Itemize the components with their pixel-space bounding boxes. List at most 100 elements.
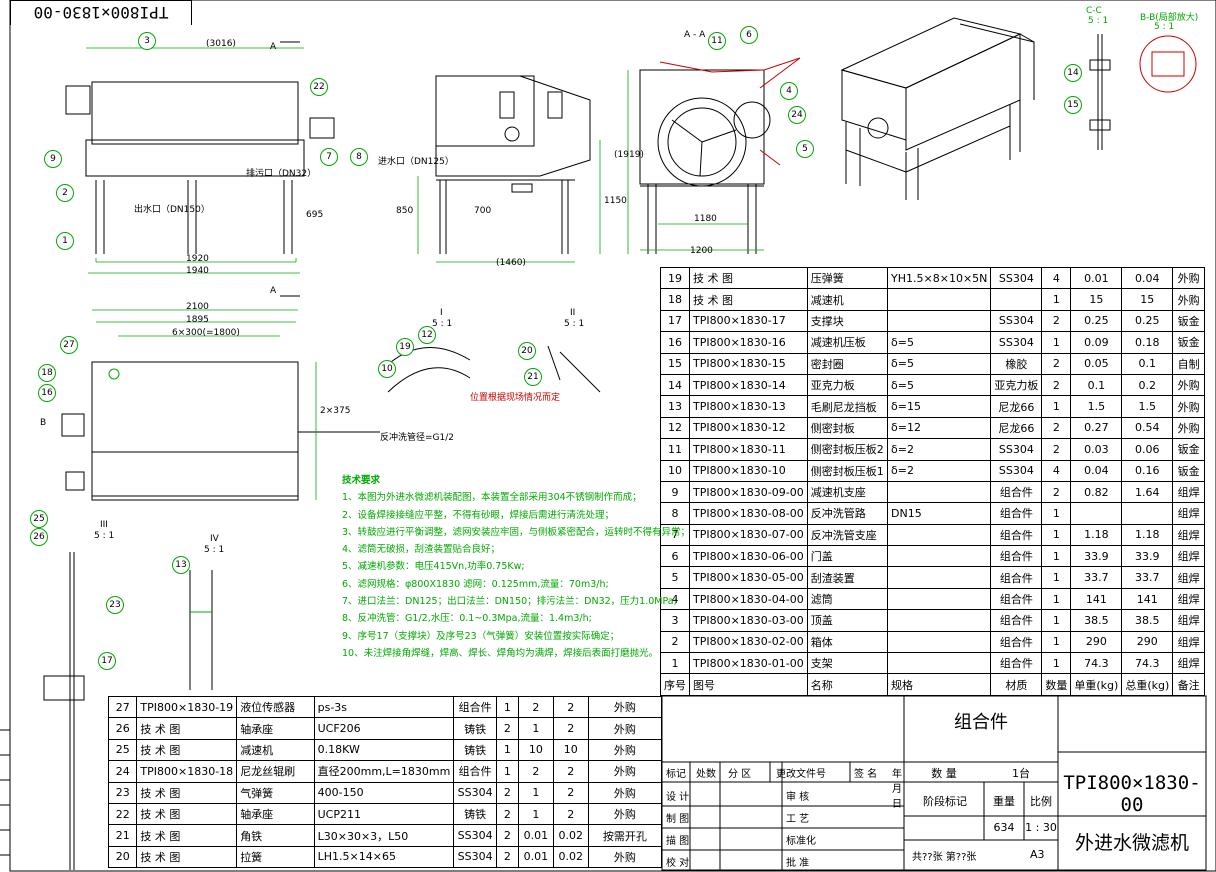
bom-cell: TPI800×1830-15 bbox=[689, 352, 808, 375]
bom-cell: 组焊 bbox=[1172, 502, 1205, 525]
dim-1200: 1200 bbox=[690, 246, 713, 256]
bom-cell: 侧密封板 bbox=[806, 416, 889, 440]
dim-1940: 1940 bbox=[186, 266, 209, 276]
dim-holes: 6×300(=1800) bbox=[172, 328, 240, 338]
bom-cell: 1.5 bbox=[1121, 395, 1174, 418]
backwash-label: 反冲洗管径=G1/2 bbox=[380, 433, 454, 443]
sign-label: 制 图 bbox=[666, 814, 690, 825]
weight-label: 重量 bbox=[993, 795, 1015, 808]
bom-cell: TPI800×1830-18 bbox=[136, 760, 238, 783]
bom-cell: 15 bbox=[1070, 288, 1123, 311]
bom-cell: 亚克力板 bbox=[806, 373, 889, 397]
bom-cell: L30×30×3，L50 bbox=[313, 824, 455, 847]
bom-cell: δ=2 bbox=[887, 459, 992, 482]
bom-cell: 2 bbox=[1041, 416, 1072, 440]
sign-label: 审 核 bbox=[786, 792, 810, 803]
balloon-14: 14 bbox=[1064, 64, 1082, 82]
bom-cell: DN15 bbox=[887, 502, 992, 525]
bom-cell: 组焊 bbox=[1172, 545, 1205, 568]
sheet-format: A3 bbox=[1030, 848, 1045, 861]
bom-cell: 技 术 图 bbox=[136, 717, 238, 740]
bom-cell: 0.1 bbox=[1121, 352, 1174, 375]
bom-cell: 1 bbox=[1041, 331, 1072, 354]
bom-cell: 0.01 bbox=[517, 824, 554, 847]
dim-1920: 1920 bbox=[186, 254, 209, 264]
bom-cell: 规格 bbox=[887, 673, 992, 696]
detail-cc bbox=[1089, 34, 1111, 150]
bom-cell: 33.9 bbox=[1121, 545, 1174, 568]
bom-cell: 33.9 bbox=[1070, 545, 1123, 568]
bom-cell: 拉簧 bbox=[236, 845, 315, 869]
bom-cell: 0.01 bbox=[1070, 266, 1123, 290]
dim-1180: 1180 bbox=[694, 214, 717, 224]
section-aa-cover bbox=[659, 57, 801, 89]
bom-cell: 密封圈 bbox=[806, 352, 889, 375]
bom-cell: 15 bbox=[1121, 288, 1174, 311]
bom-cell: 轴承座 bbox=[236, 717, 315, 740]
bom-cell: 技 术 图 bbox=[136, 802, 238, 826]
balloon-12: 12 bbox=[418, 326, 436, 344]
bom-cell: ps-3s bbox=[313, 695, 455, 719]
bom-cell: 顶盖 bbox=[806, 609, 889, 632]
side-view-dims bbox=[417, 140, 601, 263]
bom-cell: 0.18KW bbox=[313, 738, 455, 762]
balloon-27: 27 bbox=[60, 336, 78, 354]
bom-cell: 10 bbox=[552, 738, 589, 762]
bom-cell: 1 bbox=[1041, 523, 1072, 547]
bom-cell: SS304 bbox=[453, 781, 497, 804]
stage-label: 阶段标记 bbox=[923, 795, 967, 808]
bom-cell: TPI800×1830-08-00 bbox=[689, 502, 808, 525]
bom-cell: δ=5 bbox=[887, 331, 992, 354]
revision-header: 分 区 bbox=[728, 769, 752, 780]
section-arrow-a-top: A bbox=[270, 42, 277, 52]
tech-notes-title: 技术要求 bbox=[342, 475, 381, 486]
tech-note-item: 2、设备焊接接缝应平整，不得有砂眼，焊接后需进行清洗处理； bbox=[342, 509, 615, 521]
bom-cell: 0.82 bbox=[1070, 480, 1123, 504]
balloon-16: 16 bbox=[38, 384, 56, 402]
bom-cell: 组焊 bbox=[1172, 652, 1205, 675]
bom-cell: 尼龙丝辊刷 bbox=[236, 760, 315, 783]
balloon-8: 8 bbox=[350, 148, 368, 166]
bom-cell: 减速机 bbox=[806, 288, 889, 311]
bom-cell: 组合件 bbox=[453, 760, 497, 783]
bom-cell: 支架 bbox=[806, 652, 889, 675]
title-block-grid bbox=[661, 695, 1207, 871]
sign-label: 描 图 bbox=[666, 836, 690, 847]
detail-iv-scale: 5 : 1 bbox=[204, 545, 225, 555]
detail-iv-label: IV bbox=[210, 534, 219, 544]
bom-cell: 铸铁 bbox=[453, 738, 497, 762]
bom-cell: 技 术 图 bbox=[136, 824, 238, 847]
balloon-17: 17 bbox=[98, 652, 116, 670]
dim-1460: (1460) bbox=[496, 258, 526, 268]
bom-cell bbox=[887, 545, 992, 568]
bom-cell: δ=12 bbox=[887, 416, 992, 440]
bom-cell: 按需开孔 bbox=[587, 824, 663, 847]
section-arrow-a-bottom: A bbox=[270, 286, 277, 296]
bom-cell: SS304 bbox=[990, 309, 1043, 333]
bom-row: 序号图号名称规格材质数量单重(kg)总重(kg)备注 bbox=[660, 673, 1205, 696]
tech-note-item: 5、减速机参数：电压415Vn,功率0.75Kw; bbox=[342, 561, 525, 573]
plan-view-dims bbox=[92, 309, 317, 500]
tech-notes-list: 1、本图为外进水微滤机装配图，本装置全部采用304不锈钢制作而成；2、设备焊接接… bbox=[342, 489, 690, 662]
bom-cell: 2 bbox=[495, 717, 519, 740]
bom-cell: 外购 bbox=[1172, 416, 1205, 440]
bom-cell: TPI800×1830-03-00 bbox=[689, 609, 808, 632]
bom-cell: 38.5 bbox=[1070, 609, 1123, 632]
bom-cell bbox=[1070, 502, 1123, 525]
qty-value: 1台 bbox=[1012, 767, 1030, 780]
bom-cell: 1 bbox=[1041, 502, 1072, 525]
balloon-24: 24 bbox=[788, 106, 806, 124]
bom-cell: 0.2 bbox=[1121, 373, 1174, 397]
bom-cell: 1 bbox=[1041, 587, 1072, 611]
bom-cell: 组焊 bbox=[1172, 587, 1205, 611]
bom-cell: 1 bbox=[1041, 630, 1072, 654]
bom-cell: 0.25 bbox=[1121, 309, 1174, 333]
balloon-18: 18 bbox=[38, 364, 56, 382]
bom-cell: 0.04 bbox=[1121, 266, 1174, 290]
bom-cell: UCF206 bbox=[313, 717, 455, 740]
bom-cell: 组合件 bbox=[990, 587, 1043, 611]
bom-cell: 技 术 图 bbox=[689, 266, 808, 290]
